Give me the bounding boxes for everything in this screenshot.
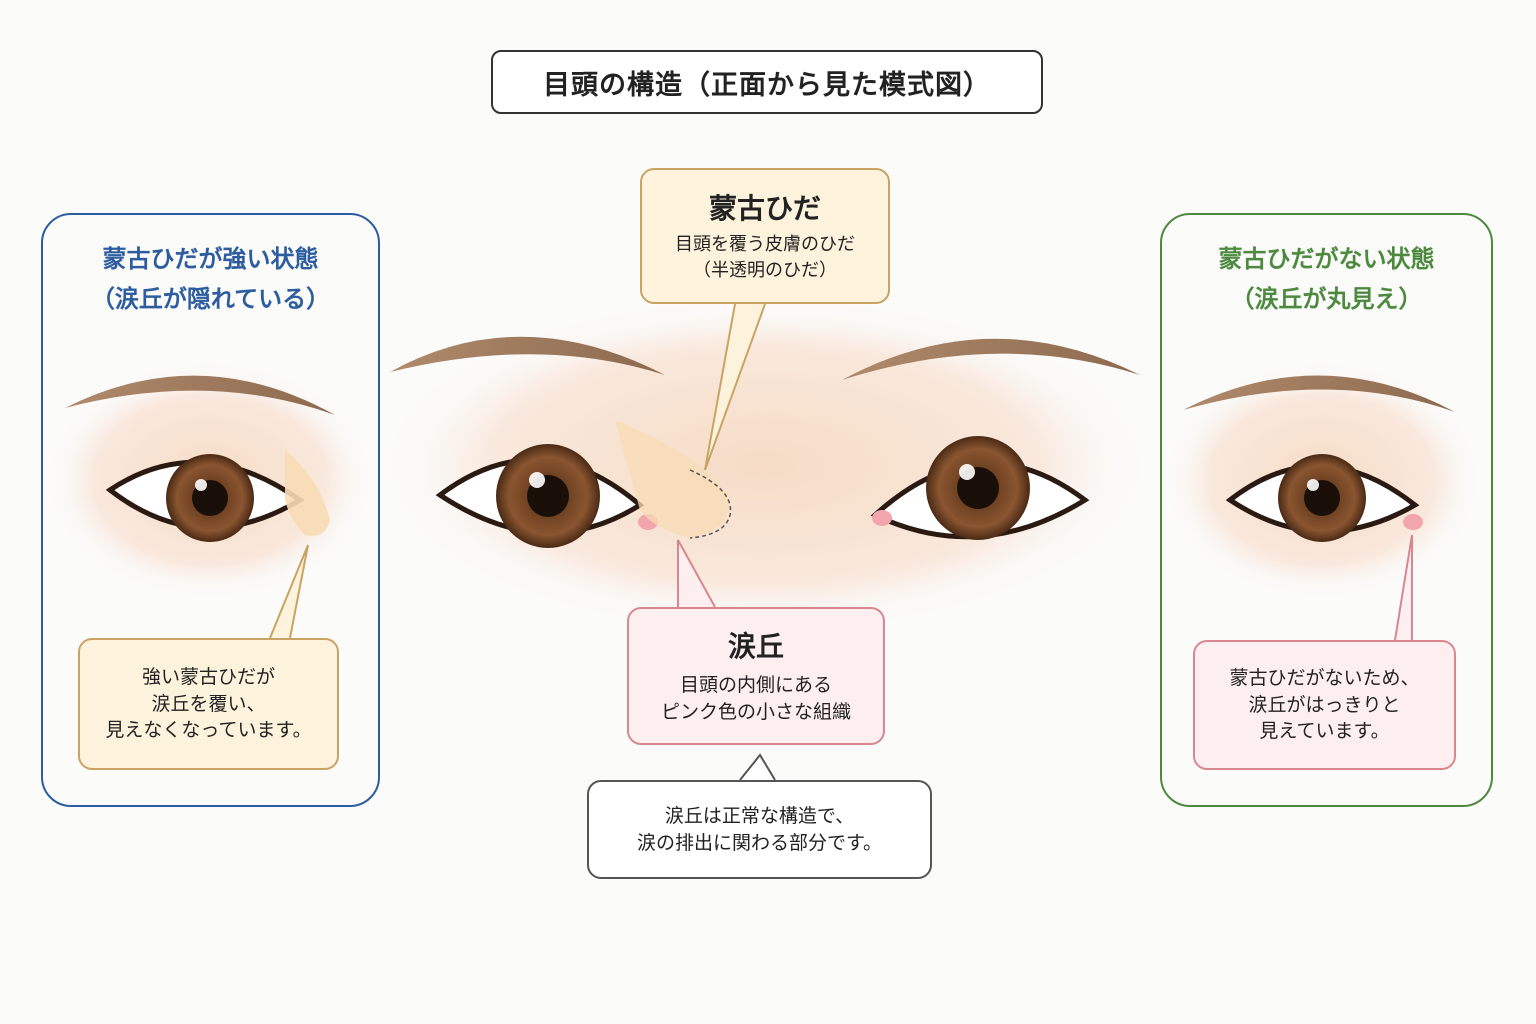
- left-panel-title-1: 蒙古ひだが強い状態: [102, 245, 319, 273]
- diagram-title: 目頭の構造（正面から見た模式図）: [491, 50, 1043, 114]
- right-desc-1: 蒙古ひだがないため、: [1229, 667, 1420, 690]
- left-desc-1: 強い蒙古ひだが: [141, 666, 275, 689]
- right-desc-3: 見えています。: [1259, 720, 1390, 743]
- left-desc-2: 涙丘を覆い、: [151, 692, 266, 715]
- caruncle-desc-2: ピンク色の小さな組織: [660, 700, 851, 723]
- center-left-eye: [435, 420, 732, 548]
- center-left-eyebrow: [390, 336, 665, 375]
- fold-pointer: [704, 303, 766, 471]
- title-text: 目頭の構造（正面から見た模式図）: [543, 69, 991, 101]
- left-panel-eyebrow: [65, 375, 335, 415]
- caruncle-title: 涙丘: [727, 629, 784, 663]
- mongolian-fold: [615, 420, 729, 538]
- right-panel-title-2: （涙丘が丸見え）: [1230, 285, 1423, 313]
- strong-fold-panel: 蒙古ひだが強い状態 （涙丘が隠れている）: [41, 213, 380, 807]
- note-pointer: [739, 753, 776, 781]
- caruncle-pointer: [677, 539, 716, 608]
- right-pointer: [1394, 534, 1413, 641]
- right-panel-eyebrow: [1183, 375, 1455, 412]
- left-panel-title-2: （涙丘が隠れている）: [90, 285, 331, 313]
- caruncle-desc-1: 目頭の内側にある: [679, 674, 832, 696]
- fold-title: 蒙古ひだ: [708, 192, 821, 226]
- right-panel-eye: [1225, 454, 1423, 542]
- face-skin: [375, 295, 1155, 635]
- strong-fold: [285, 450, 330, 536]
- left-panel-eye: [105, 450, 330, 542]
- caruncle-callout: 涙丘 目頭の内側にある ピンク色の小さな組織: [627, 607, 885, 745]
- left-desc-3: 見えなくなっています。: [105, 719, 312, 742]
- right-panel-callout: 蒙古ひだがないため、 涙丘がはっきりと 見えています。: [1193, 640, 1456, 770]
- right-panel-title-1: 蒙古ひだがない状態: [1218, 245, 1435, 273]
- center-right-eyebrow: [842, 338, 1140, 380]
- right-desc-2: 涙丘がはっきりと: [1248, 693, 1401, 716]
- no-fold-panel: 蒙古ひだがない状態 （涙丘が丸見え）: [1160, 213, 1493, 807]
- caruncle-right: [872, 510, 892, 526]
- note-callout: 涙丘は正常な構造で、 涙の排出に関わる部分です。: [587, 780, 932, 879]
- mongolian-fold-callout: 蒙古ひだ 目頭を覆う皮膚のひだ （半透明のひだ）: [640, 168, 890, 304]
- fold-desc-1: 目頭を覆う皮膚のひだ: [675, 234, 855, 256]
- center-right-eye: [870, 436, 1090, 540]
- left-panel-callout: 強い蒙古ひだが 涙丘を覆い、 見えなくなっています。: [78, 638, 339, 770]
- note-line-2: 涙の排出に関わる部分です。: [636, 831, 883, 854]
- fold-desc-2: （半透明のひだ）: [693, 259, 837, 281]
- caruncle-right-panel: [1403, 514, 1423, 530]
- left-pointer: [269, 544, 309, 639]
- note-line-1: 涙丘は正常な構造で、: [664, 804, 855, 827]
